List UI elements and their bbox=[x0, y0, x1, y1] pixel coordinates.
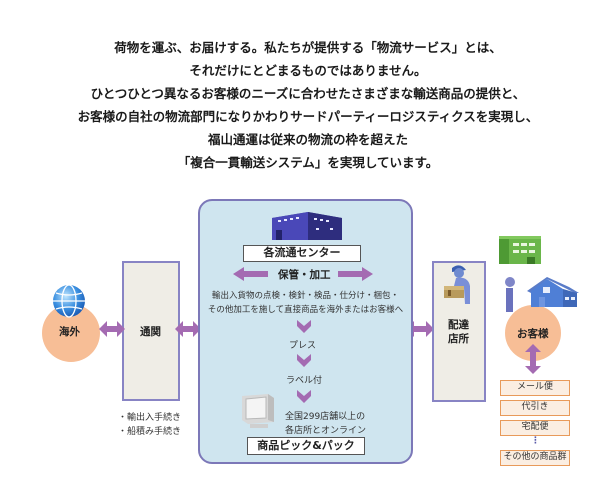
person-icon bbox=[505, 277, 515, 312]
customs-note: ・輸出入手続き bbox=[118, 413, 182, 423]
globe-icon bbox=[53, 284, 85, 318]
step-label: ラベル付 bbox=[286, 376, 323, 386]
service-other: その他の商品群 bbox=[500, 450, 570, 466]
down-arrow-icon bbox=[297, 320, 311, 333]
service-home-delivery: 宅配便 bbox=[500, 420, 570, 436]
storage-label: 保管・加工 bbox=[278, 269, 331, 281]
delivery-label: 店所 bbox=[448, 333, 469, 345]
intro-line: 「複合一貫輸送システム」を実現しています。 bbox=[177, 155, 439, 170]
double-arrow-overseas-customs bbox=[99, 321, 125, 337]
house-icon bbox=[527, 277, 579, 307]
intro-line: 荷物を運ぶ、お届けする。私たちが提供する「物流サービス」とは、 bbox=[114, 40, 502, 55]
intro-line: ひとつひとつ異なるお客様のニーズに合わせたさまざまな輸送商品の提供と、 bbox=[90, 86, 526, 101]
intro-line: 福山通運は従来の物流の枠を超えた bbox=[207, 132, 408, 147]
customs-label: 通関 bbox=[140, 326, 161, 338]
overseas-label: 海外 bbox=[59, 326, 80, 338]
warehouse-icon bbox=[272, 212, 342, 240]
online-line: 各店所とオンライン bbox=[285, 426, 367, 436]
step-press: プレス bbox=[289, 341, 317, 351]
office-building-icon bbox=[499, 236, 541, 264]
customer-label: お客様 bbox=[517, 328, 549, 340]
vertical-double-arrow bbox=[525, 344, 541, 374]
center-title-box: 各流通センター bbox=[243, 245, 361, 262]
customs-note: ・船積み手続き bbox=[118, 427, 182, 437]
double-arrow-center-delivery bbox=[406, 321, 434, 337]
down-arrow-icon bbox=[297, 390, 311, 403]
ellipsis-icon: ⋮ bbox=[531, 436, 540, 446]
double-arrow-storage bbox=[233, 267, 373, 281]
process-line: 輸出入貨物の点検・検針・検品・仕分け・梱包・ bbox=[211, 291, 399, 301]
delivery-label: 配達 bbox=[448, 319, 469, 331]
intro-line: それだけにとどまるものではありません。 bbox=[189, 63, 427, 78]
intro-text: 荷物を運ぶ、お届けする。私たちが提供する「物流サービス」とは、 それだけにとどま… bbox=[0, 36, 616, 174]
intro-line: お客様の自社の物流部門になりかわりサードパーティーロジスティクスを実現し、 bbox=[77, 109, 539, 124]
online-line: 全国299店舗以上の bbox=[285, 412, 366, 422]
service-mail: メール便 bbox=[500, 380, 570, 396]
computer-monitor-icon bbox=[242, 394, 274, 428]
double-arrow-customs-center bbox=[175, 321, 201, 337]
process-line: その他加工を施して直接商品を海外またはお客様へ bbox=[207, 305, 404, 315]
delivery-person-icon bbox=[444, 265, 470, 304]
down-arrow-icon bbox=[297, 354, 311, 367]
service-cod: 代引き bbox=[500, 400, 570, 416]
pick-pack-box: 商品ピック&パック bbox=[247, 437, 365, 455]
